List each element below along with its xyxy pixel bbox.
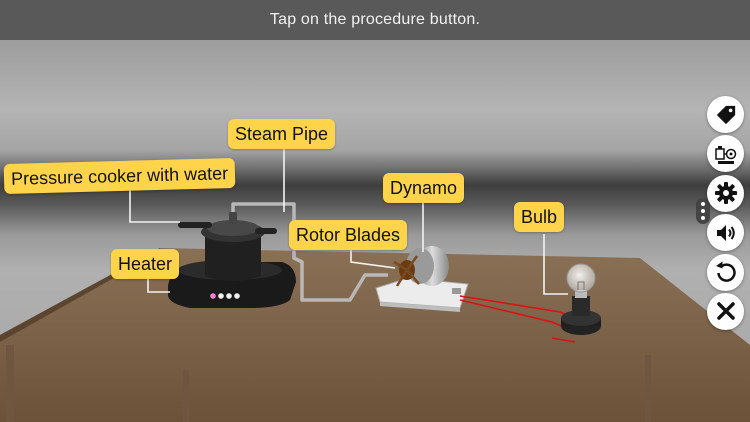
label-rotor-blades: Rotor Blades	[289, 220, 408, 250]
heater-light	[234, 293, 240, 299]
reset-icon	[715, 261, 736, 282]
settings-button[interactable]	[707, 174, 744, 212]
labels-button[interactable]	[707, 96, 744, 133]
label-leaders	[129, 146, 568, 295]
label-bulb: Bulb	[514, 202, 565, 232]
more-menu-button[interactable]	[696, 198, 710, 224]
speaker-icon	[716, 224, 735, 241]
label-steam-pipe: Steam Pipe	[228, 119, 336, 149]
gear-icon	[714, 182, 737, 205]
dynamo	[375, 246, 469, 312]
heater-light	[210, 293, 216, 299]
heater-light	[218, 293, 224, 299]
label-dynamo: Dynamo	[383, 173, 465, 203]
steam-pipe	[231, 202, 388, 302]
sound-button[interactable]	[707, 214, 744, 252]
pressure-cooker	[178, 212, 277, 281]
procedure-button[interactable]	[707, 135, 744, 173]
label-pressure-cooker: Pressure cooker with water	[3, 157, 236, 195]
dot	[701, 216, 705, 220]
procedure-icon	[714, 145, 736, 164]
bulb	[561, 263, 601, 335]
dot	[701, 209, 705, 213]
reset-button[interactable]	[707, 253, 744, 291]
instruction-text: Tap on the procedure button.	[269, 11, 481, 28]
instruction-banner: Tap on the procedure button.	[0, 0, 750, 40]
heater-light	[226, 293, 232, 299]
close-button[interactable]	[707, 292, 744, 330]
dot	[701, 202, 705, 206]
label-heater: Heater	[111, 249, 180, 279]
close-icon	[716, 302, 735, 321]
toolbar	[707, 96, 747, 332]
tag-icon	[716, 105, 735, 124]
